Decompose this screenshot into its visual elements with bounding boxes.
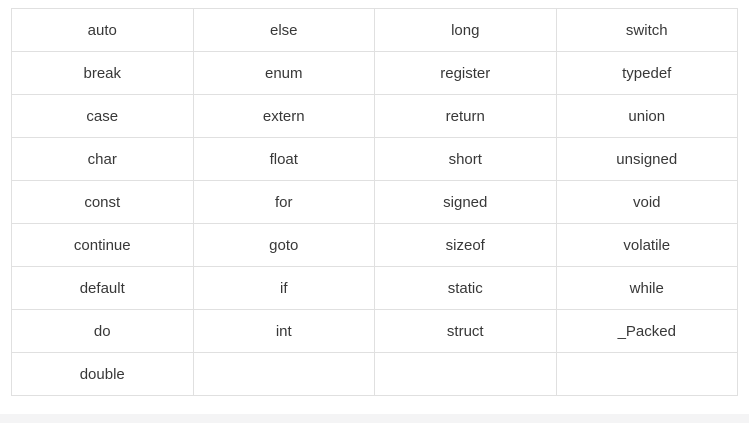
keyword-cell: return	[374, 94, 557, 138]
table-row: const for signed void	[11, 180, 738, 224]
table-row: default if static while	[11, 266, 738, 310]
bottom-section-edge	[0, 414, 749, 423]
keyword-cell	[374, 352, 557, 396]
keyword-cell: goto	[192, 223, 375, 267]
keyword-cell: static	[374, 266, 557, 310]
keyword-cell: _Packed	[555, 309, 738, 353]
keyword-cell: signed	[374, 180, 557, 224]
keyword-cell: extern	[192, 94, 375, 138]
keyword-cell: double	[11, 352, 194, 396]
keyword-cell: case	[11, 94, 194, 138]
table-row: case extern return union	[11, 94, 738, 138]
keyword-cell: void	[555, 180, 738, 224]
keyword-cell: else	[192, 8, 375, 52]
table-row: auto else long switch	[11, 8, 738, 52]
keyword-cell: float	[192, 137, 375, 181]
keyword-cell: char	[11, 137, 194, 181]
keyword-cell: sizeof	[374, 223, 557, 267]
keyword-cell: unsigned	[555, 137, 738, 181]
keyword-cell: while	[555, 266, 738, 310]
table-row: continue goto sizeof volatile	[11, 223, 738, 267]
table-row: break enum register typedef	[11, 51, 738, 95]
table-row: double	[11, 352, 738, 396]
table-row: char float short unsigned	[11, 137, 738, 181]
keyword-cell: if	[192, 266, 375, 310]
keyword-cell: long	[374, 8, 557, 52]
keyword-cell: break	[11, 51, 194, 95]
keyword-cell	[192, 352, 375, 396]
keyword-cell: typedef	[555, 51, 738, 95]
keyword-cell: continue	[11, 223, 194, 267]
keyword-cell	[555, 352, 738, 396]
keyword-cell: default	[11, 266, 194, 310]
keyword-cell: volatile	[555, 223, 738, 267]
c-keywords-table: auto else long switch break enum registe…	[11, 8, 738, 396]
keyword-cell: for	[192, 180, 375, 224]
keyword-cell: union	[555, 94, 738, 138]
c-keywords-table-body: auto else long switch break enum registe…	[11, 8, 738, 396]
keyword-cell: do	[11, 309, 194, 353]
keyword-cell: short	[374, 137, 557, 181]
keyword-cell: int	[192, 309, 375, 353]
keyword-cell: struct	[374, 309, 557, 353]
keyword-cell: enum	[192, 51, 375, 95]
keyword-cell: auto	[11, 8, 194, 52]
keyword-cell: switch	[555, 8, 738, 52]
keyword-cell: register	[374, 51, 557, 95]
table-row: do int struct _Packed	[11, 309, 738, 353]
keyword-cell: const	[11, 180, 194, 224]
